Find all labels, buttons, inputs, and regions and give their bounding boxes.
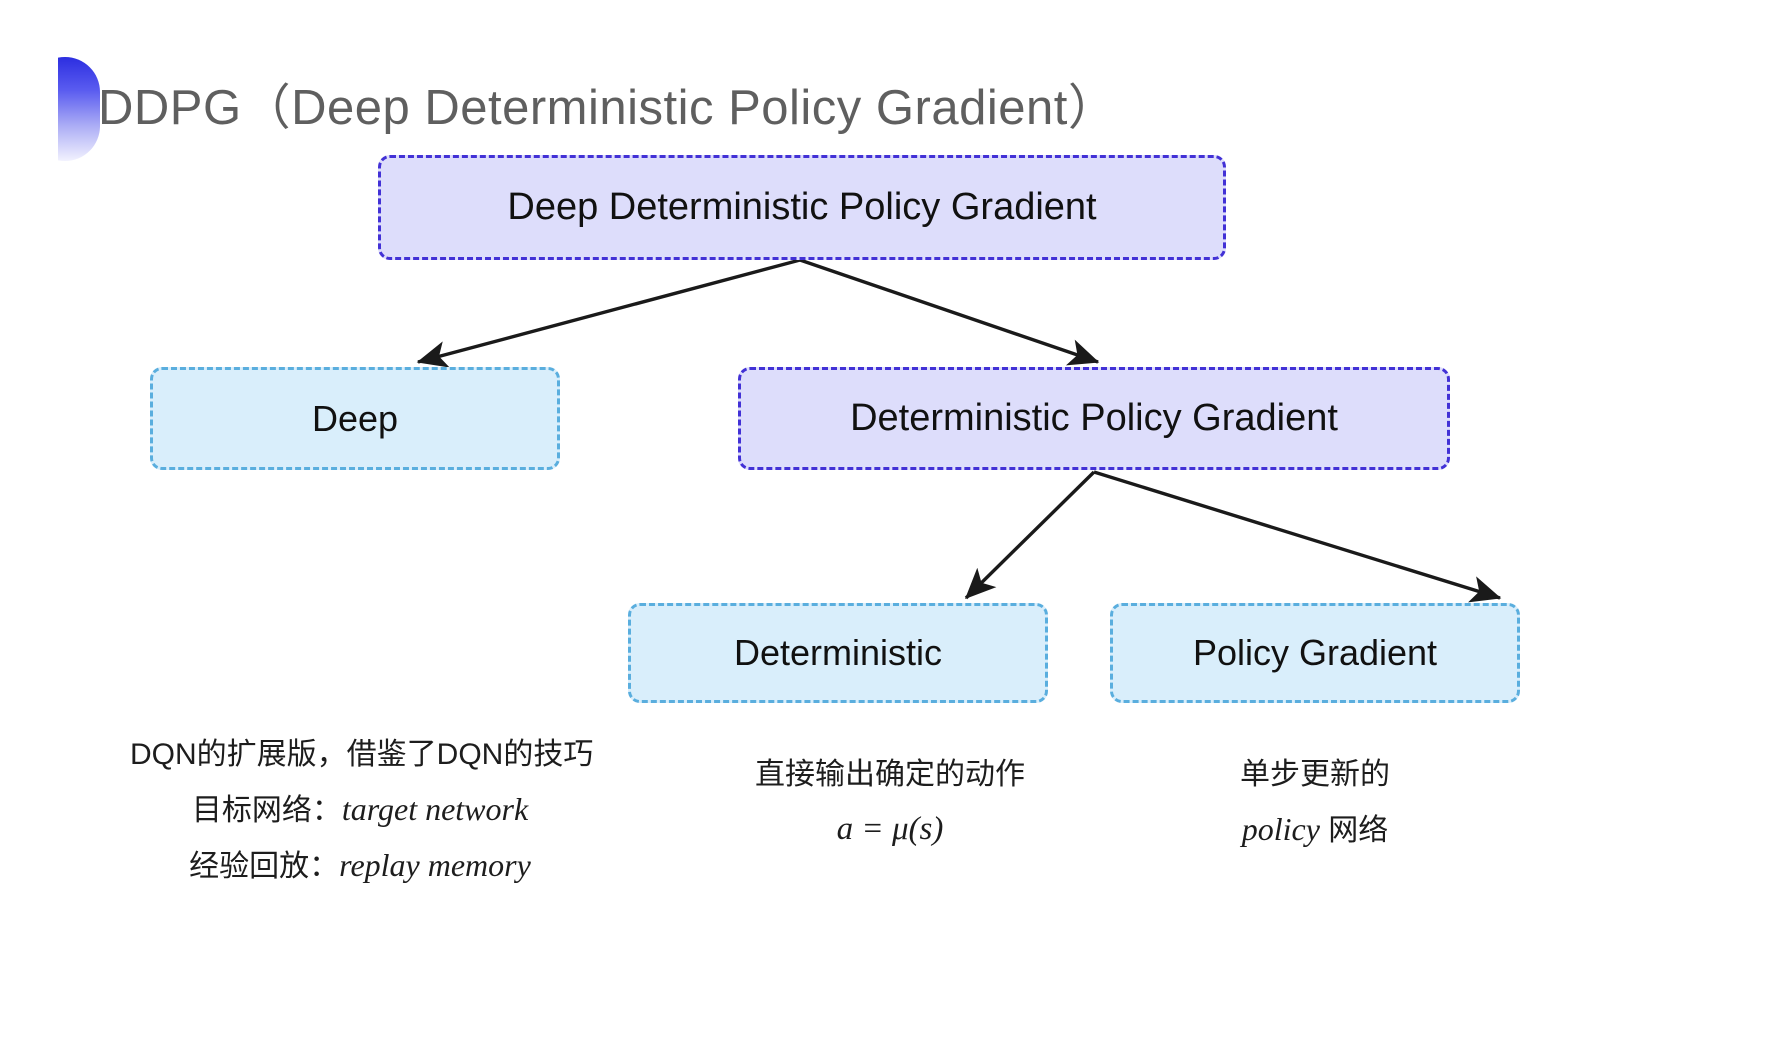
edge-root-to-deep [416,258,801,368]
caption-deterministic-formula: a = μ(s) [836,811,944,847]
node-label: Deterministic [733,632,943,674]
caption-policy-gradient-suffix: 网络 [1319,814,1389,847]
node-label: Deep Deterministic Policy Gradient [507,185,1097,228]
caption-deep-line1: DQN的扩展版，借鉴了DQN的技巧 [130,738,594,771]
caption-deep-line3-term: replay memory [339,847,531,883]
node-label: Policy Gradient [1192,632,1438,674]
page-title: DDPG（Deep Deterministic Policy Gradient） [98,81,1118,135]
caption-deep-line3-label: 经验回放： [189,850,340,883]
caption-policy-gradient-line2: policy 网络 [1150,802,1480,858]
caption-deep-line3: 经验回放：replay memory [130,838,590,894]
node-deterministic-policy-gradient[interactable]: Deterministic Policy Gradient [738,367,1450,470]
node-deterministic[interactable]: Deterministic [628,603,1048,703]
node-deep[interactable]: Deep [150,367,560,470]
node-deep-deterministic-policy-gradient[interactable]: Deep Deterministic Policy Gradient [378,155,1226,260]
node-policy-gradient[interactable]: Policy Gradient [1110,603,1520,703]
title-bullet-icon [58,57,100,161]
caption-deep: DQN的扩展版，借鉴了DQN的技巧 目标网络：target network 经验… [130,728,594,894]
caption-deep-line2-label: 目标网络： [191,794,342,827]
caption-policy-gradient: 单步更新的 policy 网络 [1150,748,1480,858]
caption-deep-line2-term: target network [341,791,529,827]
edge-root-to-dpg [799,258,1100,366]
node-label: Deterministic Policy Gradient [850,396,1338,439]
caption-policy-gradient-term: policy [1241,811,1320,847]
caption-deep-line2: 目标网络：target network [130,782,590,838]
edge-dpg-to-deterministic [964,470,1096,600]
edge-dpg-to-policy-gradient [1093,470,1502,603]
caption-deterministic: 直接输出确定的动作 a = μ(s) [730,748,1050,856]
caption-deterministic-line1: 直接输出确定的动作 [755,758,1025,791]
caption-policy-gradient-line1: 单步更新的 [1240,758,1390,791]
node-label: Deep [311,397,399,439]
